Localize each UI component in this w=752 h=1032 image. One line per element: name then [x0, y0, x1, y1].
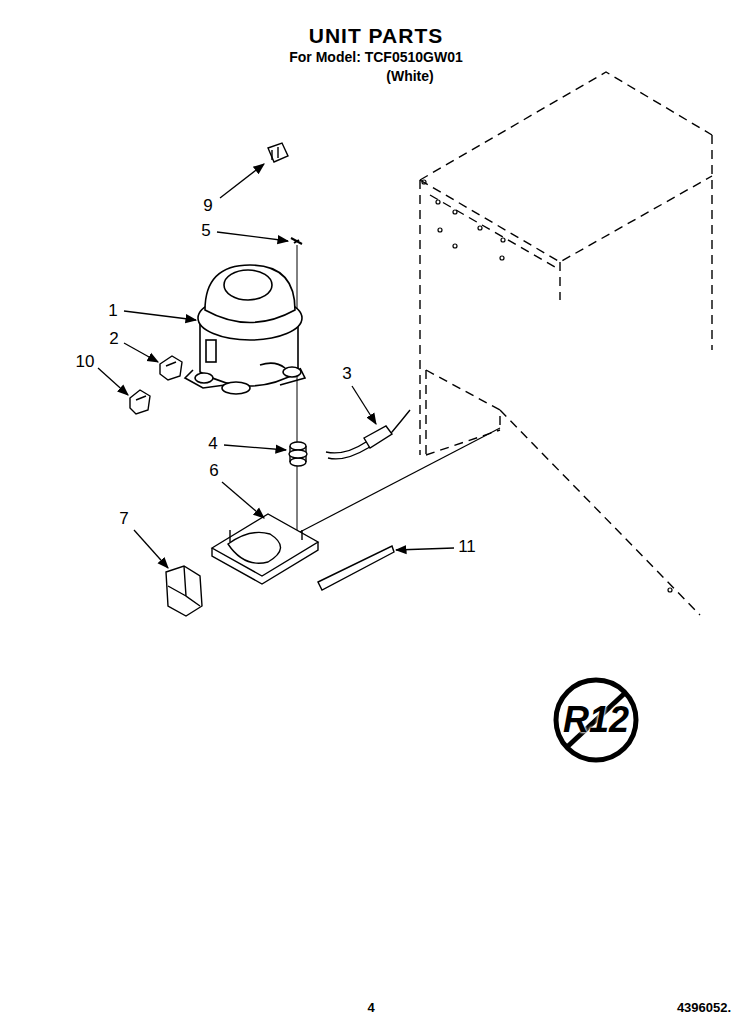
clip-part — [268, 143, 288, 162]
center-line — [297, 245, 298, 530]
leader-lines — [98, 164, 454, 568]
page-number: 4 — [367, 1001, 374, 1015]
compressor — [185, 265, 305, 394]
cabinet-outline — [420, 72, 712, 615]
mount-line — [300, 428, 500, 532]
no-r12-symbol — [556, 680, 636, 760]
drier-tube — [326, 410, 410, 459]
page-title: UNIT PARTS — [309, 24, 443, 47]
terminal-cap — [130, 390, 150, 414]
callout-number: 1 — [108, 302, 117, 321]
callout-number: 9 — [203, 197, 212, 216]
support-bar — [318, 546, 394, 590]
callout-number: 4 — [208, 435, 217, 454]
cabinet-holes — [422, 180, 672, 592]
callout-number: 10 — [76, 353, 95, 372]
callout-number: 5 — [201, 222, 210, 241]
grommet — [289, 442, 307, 466]
color-note: (White) — [386, 69, 433, 84]
document-number: 4396052. — [677, 1001, 731, 1015]
base-bracket — [212, 514, 318, 584]
callout-number: 6 — [209, 462, 218, 481]
callout-number: 2 — [109, 330, 118, 349]
model-line: For Model: TCF0510GW01 — [289, 50, 462, 65]
pin-part — [291, 238, 302, 244]
callout-number: 3 — [342, 365, 351, 384]
refrigerant-mark: R12 — [563, 700, 629, 740]
overload-part — [160, 356, 182, 380]
relay-cover — [166, 566, 202, 616]
callout-number: 7 — [119, 510, 128, 529]
callout-number: 11 — [458, 538, 476, 557]
